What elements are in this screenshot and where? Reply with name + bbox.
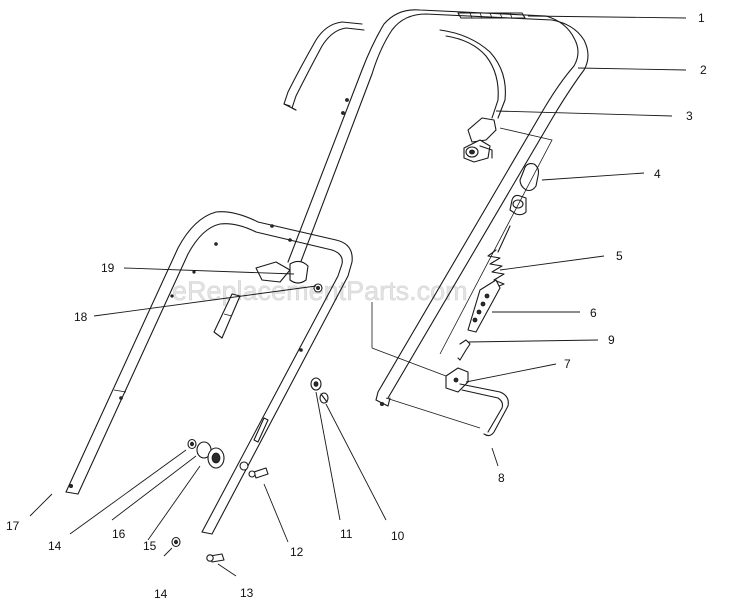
part-lower-bolt [171,536,225,563]
callout-3: 3 [686,109,693,123]
callout-17: 17 [6,519,20,533]
callout-13: 13 [240,586,254,600]
callout-2: 2 [700,63,707,77]
part-pin [457,339,471,361]
part-cable-fitting [509,163,540,216]
part-cable-clip [463,117,497,163]
part-upper-handle [283,9,589,407]
part-shift-bracket [213,260,323,339]
callout-12: 12 [290,545,304,559]
callout-15: 15 [143,539,157,553]
part-washer-nut [310,377,329,404]
callout-7: 7 [564,357,571,371]
callout-1: 1 [698,11,705,25]
part-adjustment-bracket [467,279,501,333]
callout-8: 8 [498,471,505,485]
leader-lines [29,15,687,577]
callout-6: 6 [590,306,597,320]
callout-14-lower: 14 [154,587,168,601]
assembly-lines [371,127,553,429]
callout-5: 5 [616,249,623,263]
callout-11: 11 [340,527,353,541]
part-lower-handle [65,211,353,535]
callout-19: 19 [101,261,115,275]
part-cam-bracket [445,367,469,393]
callout-16: 16 [112,527,126,541]
callout-4: 4 [654,167,661,181]
callout-10: 10 [391,529,405,543]
callout-9: 9 [608,333,615,347]
callout-18: 18 [74,310,88,324]
callout-14-upper: 14 [48,539,62,553]
part-lever-wire [459,383,509,437]
callout-labels: 1 2 3 4 5 6 7 8 9 10 11 12 13 14 14 15 1… [6,11,707,601]
part-knob-assembly [187,438,269,479]
